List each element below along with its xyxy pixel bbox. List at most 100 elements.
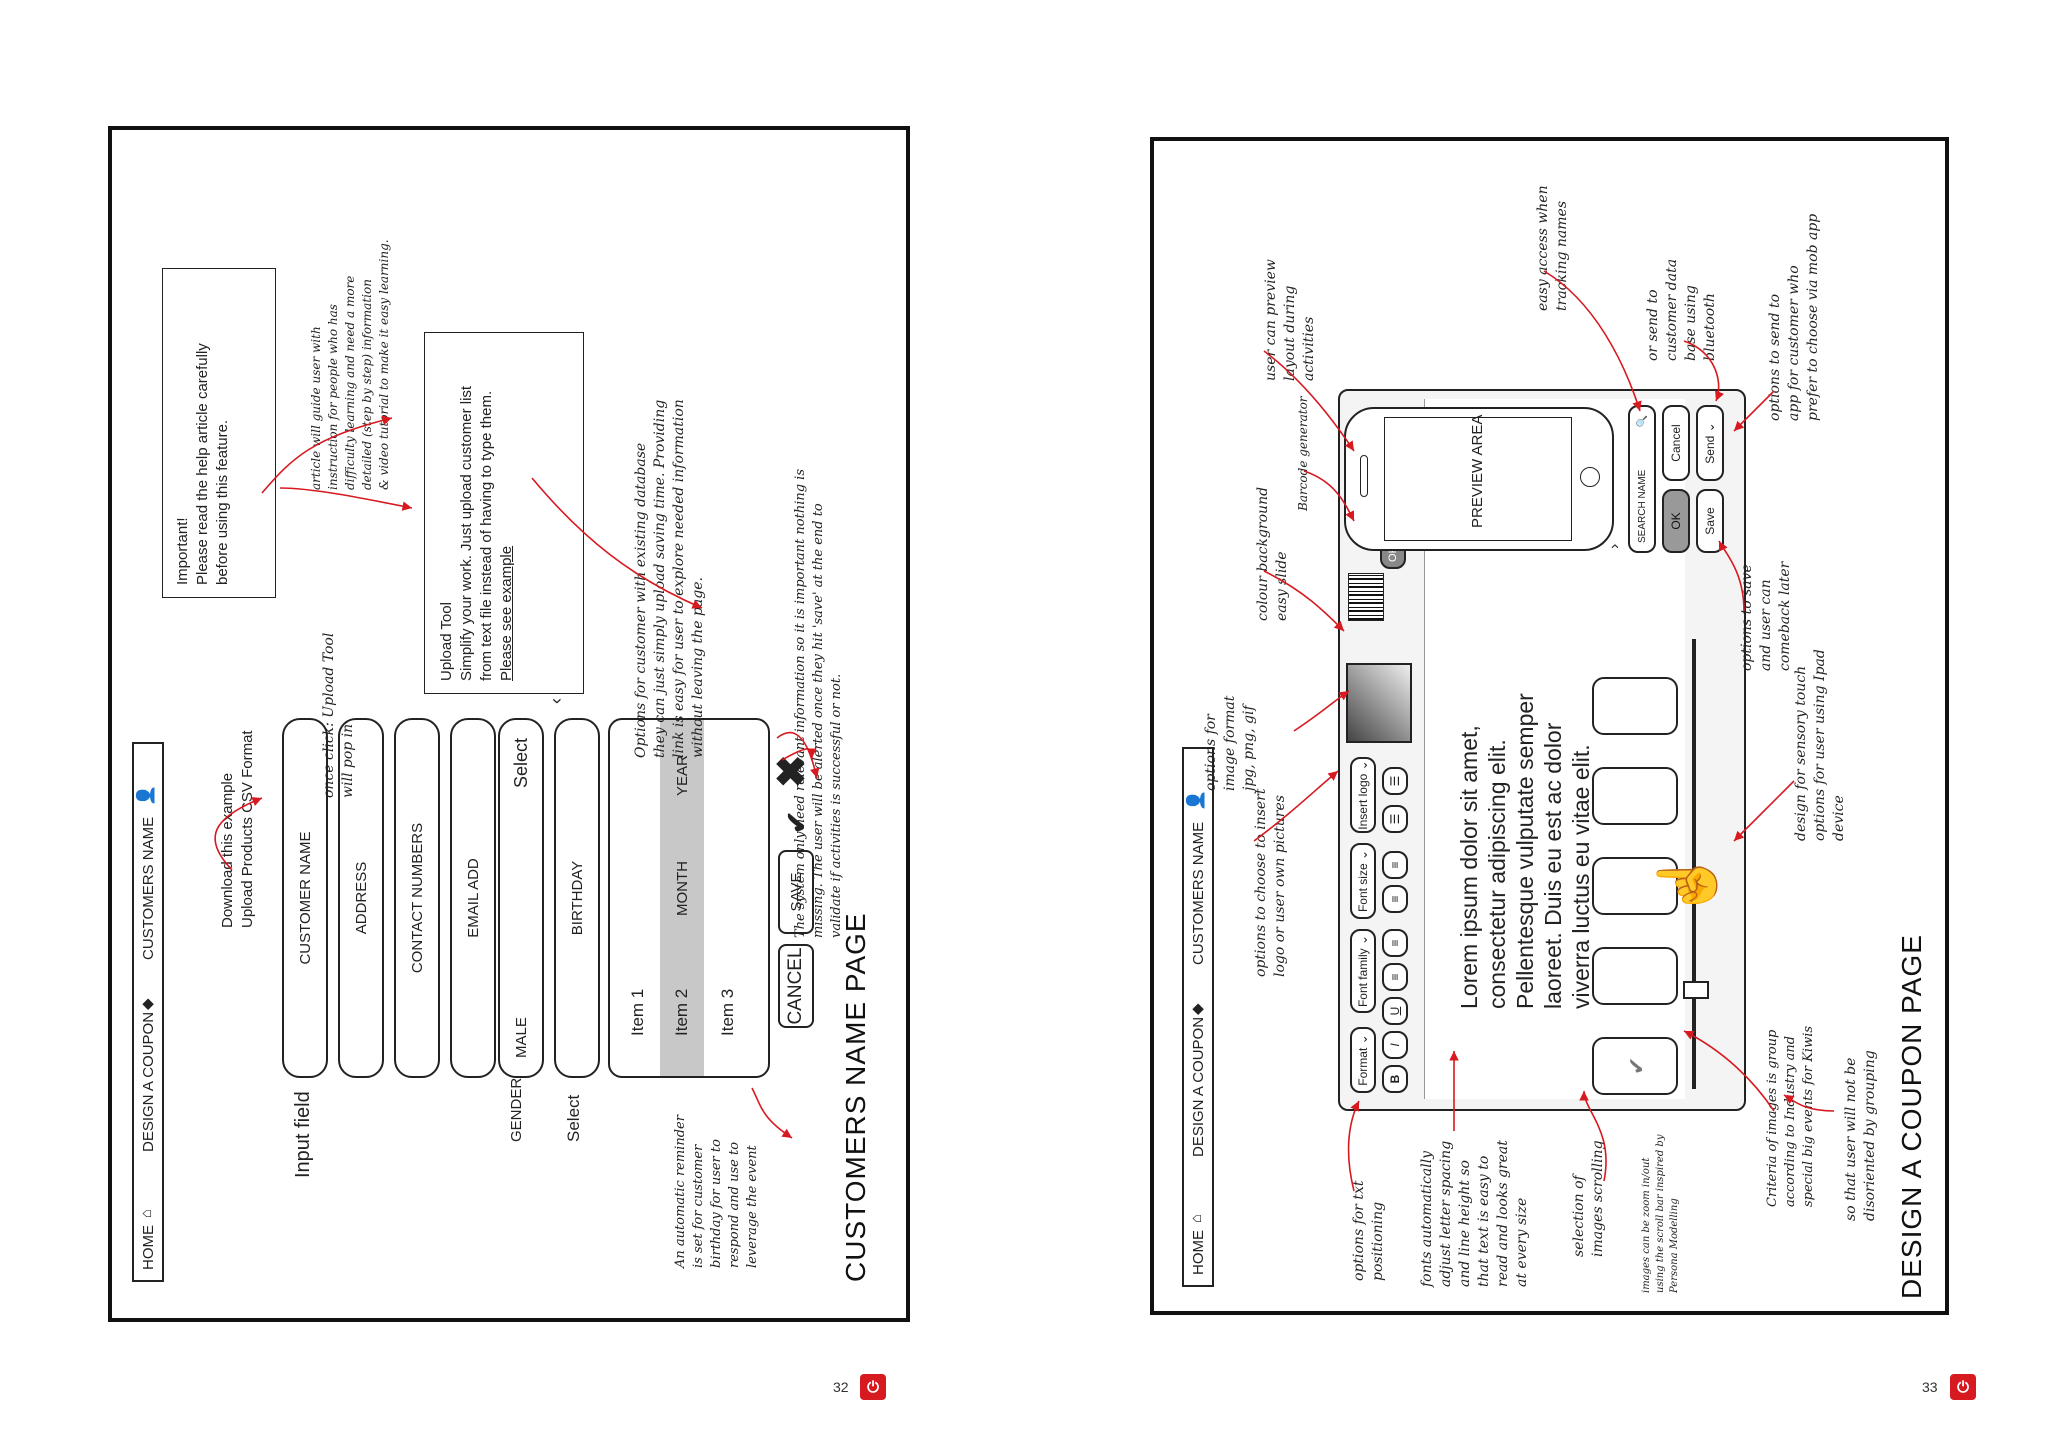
help-article-box: Important! Please read the help article … <box>162 268 276 598</box>
align-center-button[interactable]: ≡ <box>1382 929 1408 957</box>
phone-home-button[interactable] <box>1580 467 1600 487</box>
align-left-button[interactable]: ≡ <box>1382 963 1408 991</box>
chevron-right-icon[interactable]: › <box>1606 543 1623 549</box>
format-dropdown[interactable]: Format ⌄ <box>1350 1027 1376 1093</box>
contact-numbers-field[interactable]: CONTACT NUMBERS <box>394 718 440 1078</box>
nav-design-link[interactable]: DESIGN A COUPON <box>140 1011 157 1152</box>
right-page-title: DESIGN A COUPON PAGE <box>1896 934 1927 1299</box>
nav-home-icon: ⌂ <box>1188 1213 1205 1223</box>
cancel-button[interactable]: Cancel <box>1662 405 1690 481</box>
input-field-label: Input field <box>292 1091 314 1178</box>
right-brand-logo: ⏻ <box>1950 1374 1976 1400</box>
justify-button[interactable]: ≡ <box>1382 851 1408 879</box>
search-icon: 🔍 <box>1636 415 1648 428</box>
font-family-dropdown[interactable]: Font family ⌄ <box>1350 929 1376 1013</box>
image-tile[interactable] <box>1592 767 1678 825</box>
gender-select[interactable]: MALE Select <box>498 718 544 1078</box>
right-page-content: HOME ⌂ DESIGN A COUPON ◆ CUSTOMERS NAME … <box>1154 141 1945 1311</box>
bold-button[interactable]: B <box>1382 1065 1408 1093</box>
phone-preview: PREVIEW AREA <box>1344 407 1614 551</box>
cancel-button[interactable]: CANCEL <box>778 944 814 1028</box>
right-page-frame: HOME ⌂ DESIGN A COUPON ◆ CUSTOMERS NAME … <box>1150 137 1949 1315</box>
save-button[interactable]: Save <box>1696 489 1724 553</box>
preview-area-label: PREVIEW AREA <box>1469 414 1486 528</box>
system-note: The system only need relevant informatio… <box>793 468 844 938</box>
left-page-frame: HOME ⌂ DESIGN A COUPON ◆ CUSTOMERS NAME … <box>108 126 910 1322</box>
arrow-txt-pos <box>1347 1100 1360 1192</box>
touch-hand-icon: ☝ <box>1655 849 1718 919</box>
download-example-link[interactable]: Download this example Upload Products CS… <box>219 730 256 928</box>
gender-label: GENDER <box>508 1077 525 1142</box>
left-brand-logo: ⏻ <box>860 1374 886 1400</box>
picker-year[interactable]: YEAR <box>674 755 691 796</box>
upload-tool-box: Upload Tool Simplify your work. Just upl… <box>424 332 584 694</box>
nav-tag-icon: ◆ <box>139 998 156 1010</box>
right-page-number: 33 <box>1922 1379 1938 1395</box>
arrow-help-to-upload <box>279 487 413 511</box>
list-button[interactable]: ☰ <box>1382 805 1408 833</box>
select-label: Select <box>564 1094 583 1142</box>
left-page-title: CUSTOMERS NAME PAGE <box>840 912 871 1282</box>
align-right-button[interactable]: ≡ <box>1382 885 1408 913</box>
ok-button[interactable]: OK <box>1662 489 1690 553</box>
nav-home-icon: ⌂ <box>138 1208 155 1218</box>
search-name-field[interactable]: SEARCH NAME🔍 <box>1628 405 1656 553</box>
help-line[interactable]: Please read the help article carefully <box>194 343 211 585</box>
nav-design-link[interactable]: DESIGN A COUPON <box>1190 1016 1207 1157</box>
nav-customers-link[interactable]: CUSTOMERS NAME <box>140 816 157 960</box>
phone-screen: PREVIEW AREA <box>1384 414 1572 541</box>
font-size-dropdown[interactable]: Font size ⌄ <box>1350 843 1376 919</box>
help-important: Important! <box>174 517 191 585</box>
left-nav-bar: HOME ⌂ DESIGN A COUPON ◆ CUSTOMERS NAME … <box>132 742 164 1282</box>
barcode-note: Barcode generator <box>1296 396 1310 511</box>
italic-button[interactable]: I <box>1382 1031 1408 1059</box>
picker-item-2[interactable]: Item 2 <box>672 988 691 1036</box>
image-tile[interactable] <box>1592 677 1678 735</box>
help-line: before using this feature. <box>214 419 231 585</box>
zoom-slider-handle[interactable] <box>1683 981 1709 999</box>
nav-tag-icon: ◆ <box>1189 1003 1206 1015</box>
chevron-up-icon[interactable]: ‹ <box>546 698 566 704</box>
phone-speaker <box>1360 455 1368 497</box>
send-dropdown[interactable]: Send ⌄ <box>1696 405 1724 481</box>
image-tile[interactable] <box>1592 947 1678 1005</box>
birthday-field[interactable]: BIRTHDAY <box>554 718 600 1078</box>
birthday-picker[interactable]: Item 1 Item 2 Item 3 MONTH YEAR <box>608 718 770 1078</box>
colour-picker[interactable] <box>1346 663 1412 743</box>
picker-item-3[interactable]: Item 3 <box>718 988 737 1036</box>
barcode-icon[interactable] <box>1348 573 1384 621</box>
underline-button[interactable]: U <box>1382 997 1408 1025</box>
see-example-link[interactable]: Please see example <box>498 545 515 681</box>
nav-home-link[interactable]: HOME <box>140 1225 157 1270</box>
email-field[interactable]: EMAIL ADD <box>450 718 496 1078</box>
picker-month[interactable]: MONTH <box>674 861 691 916</box>
nav-customers-link[interactable]: CUSTOMERS NAME <box>1190 821 1207 965</box>
nav-home-link[interactable]: HOME <box>1190 1230 1207 1275</box>
left-page-number: 32 <box>833 1379 849 1395</box>
image-tile[interactable]: ✔ <box>1592 1037 1678 1095</box>
insert-logo-dropdown[interactable]: Insert logo ⌄ <box>1350 757 1376 833</box>
options-database-note: Options for customer with existing datab… <box>633 399 706 758</box>
picker-item-1[interactable]: Item 1 <box>628 988 647 1036</box>
numbered-list-button[interactable]: ☰ <box>1382 767 1408 795</box>
editor-sample-text[interactable]: Lorem ipsum dolor sit amet,consectetur a… <box>1456 693 1594 1009</box>
